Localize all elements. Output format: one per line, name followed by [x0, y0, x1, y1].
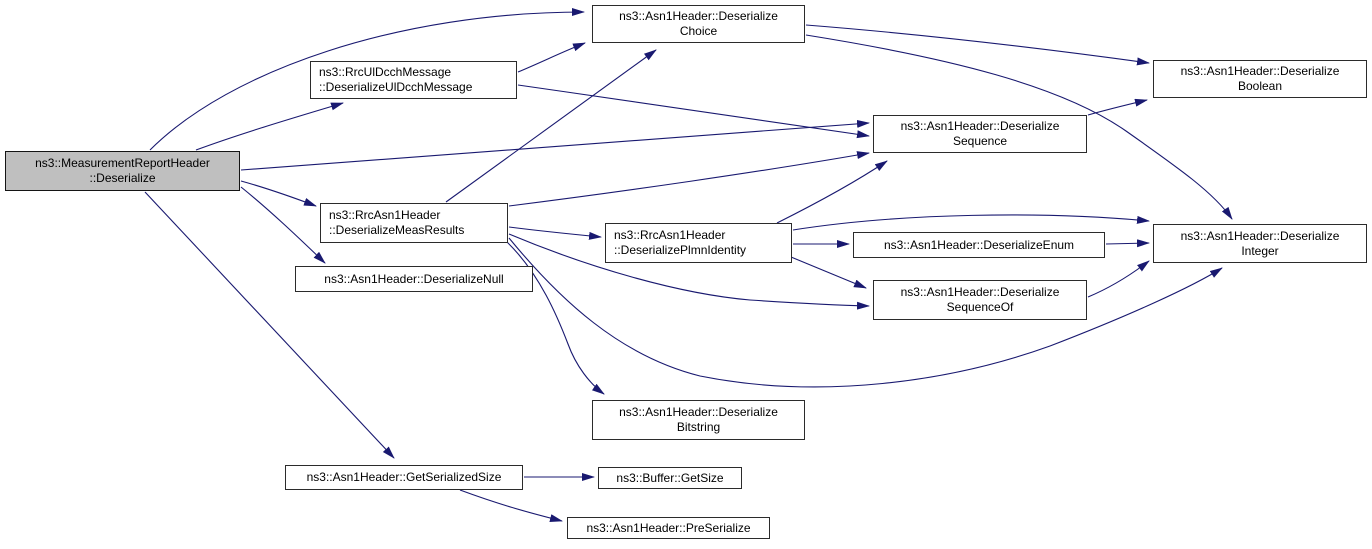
- node-label: ns3::RrcAsn1Header: [329, 208, 441, 222]
- node-deserialize-null[interactable]: ns3::Asn1Header::DeserializeNull: [295, 266, 533, 292]
- node-label: ns3::Asn1Header::Deserialize: [1180, 64, 1340, 78]
- edge-choice-to-integer: [805, 34, 1233, 220]
- node-measurement-report-header-deserialize[interactable]: ns3::MeasurementReportHeader ::Deseriali…: [5, 151, 240, 191]
- node-label: ns3::Asn1Header::PreSerialize: [586, 520, 751, 535]
- node-label: ::DeserializeMeasResults: [329, 223, 465, 237]
- edge-measresults-to-integer: [508, 237, 1223, 388]
- edge-main-to-sequence: [240, 119, 870, 171]
- node-deserialize-boolean[interactable]: ns3::Asn1Header::Deserialize Boolean: [1153, 60, 1367, 98]
- node-pre-serialize[interactable]: ns3::Asn1Header::PreSerialize: [567, 517, 770, 539]
- node-deserialize-enum[interactable]: ns3::Asn1Header::DeserializeEnum: [853, 232, 1105, 258]
- edge-measresults-to-plmn: [508, 226, 602, 240]
- node-label: ns3::Asn1Header::GetSerializedSize: [306, 470, 502, 484]
- node-label: ns3::Asn1Header::Deserialize: [900, 285, 1060, 299]
- node-label: SequenceOf: [946, 300, 1014, 314]
- edge-measresults-to-bitstring: [506, 241, 605, 395]
- node-label: ns3::RrcUlDcchMessage: [319, 65, 452, 79]
- edge-main-to-measresults: [240, 180, 317, 207]
- edge-main-to-null: [240, 186, 326, 264]
- edge-sequenceof-to-integer: [1087, 260, 1150, 298]
- edge-uldcch-to-sequence: [517, 84, 870, 139]
- node-get-serialized-size[interactable]: ns3::Asn1Header::GetSerializedSize: [285, 465, 523, 490]
- edge-main-to-uldcch: [195, 102, 344, 151]
- node-deserialize-bitstring[interactable]: ns3::Asn1Header::Deserialize Bitstring: [592, 400, 805, 440]
- node-label: ns3::Asn1Header::DeserializeNull: [324, 271, 504, 286]
- edge-measresults-to-sequenceof: [508, 233, 870, 310]
- node-deserialize-sequence-of[interactable]: ns3::Asn1Header::Deserialize SequenceOf: [873, 280, 1087, 320]
- edge-getsersize-to-preserialize: [459, 489, 563, 522]
- edge-enum-to-integer: [1105, 239, 1150, 248]
- node-deserialize-meas-results[interactable]: ns3::RrcAsn1Header ::DeserializeMeasResu…: [320, 203, 508, 243]
- node-label: ns3::MeasurementReportHeader: [35, 156, 210, 170]
- node-label: ns3::Asn1Header::Deserialize: [900, 119, 1060, 133]
- edge-main-to-choice: [149, 8, 585, 151]
- edge-uldcch-to-choice: [517, 42, 586, 73]
- node-label: Boolean: [1237, 79, 1283, 93]
- node-label: Sequence: [952, 134, 1008, 148]
- edge-measresults-to-sequence: [508, 151, 870, 207]
- node-label: ns3::RrcAsn1Header: [614, 228, 726, 242]
- node-buffer-get-size[interactable]: ns3::Buffer::GetSize: [598, 467, 742, 489]
- edge-sequence-to-boolean: [1087, 98, 1148, 116]
- node-deserialize-integer[interactable]: ns3::Asn1Header::Deserialize Integer: [1153, 224, 1367, 263]
- edge-plmn-to-sequence: [776, 160, 888, 224]
- node-deserialize-sequence[interactable]: ns3::Asn1Header::Deserialize Sequence: [873, 115, 1087, 153]
- node-label: ::DeserializePlmnIdentity: [614, 243, 747, 257]
- node-label: Integer: [1241, 243, 1279, 258]
- edge-plmn-to-sequenceof: [790, 256, 867, 289]
- node-label: ns3::Asn1Header::Deserialize: [619, 405, 778, 419]
- node-label: ::DeserializeUlDcchMessage: [319, 80, 473, 94]
- node-label: Choice: [679, 24, 718, 38]
- node-deserialize-plmn-identity[interactable]: ns3::RrcAsn1Header ::DeserializePlmnIden…: [605, 223, 792, 263]
- edge-choice-to-boolean: [805, 24, 1150, 66]
- edge-measresults-to-choice: [445, 49, 657, 203]
- node-label: ns3::Buffer::GetSize: [616, 470, 724, 485]
- node-deserialize-uldcch-message[interactable]: ns3::RrcUlDcchMessage ::DeserializeUlDcc…: [310, 61, 517, 99]
- node-deserialize-choice[interactable]: ns3::Asn1Header::Deserialize Choice: [592, 5, 805, 43]
- node-label: ns3::Asn1Header::Deserialize: [1180, 228, 1340, 243]
- edge-plmn-to-integer: [792, 214, 1150, 231]
- node-label: ns3::Asn1Header::Deserialize: [619, 9, 778, 23]
- node-label: ns3::Asn1Header::DeserializeEnum: [883, 237, 1075, 252]
- edge-main-to-getsersize: [144, 191, 395, 459]
- node-label: Bitstring: [676, 420, 721, 434]
- node-label: ::Deserialize: [89, 171, 156, 185]
